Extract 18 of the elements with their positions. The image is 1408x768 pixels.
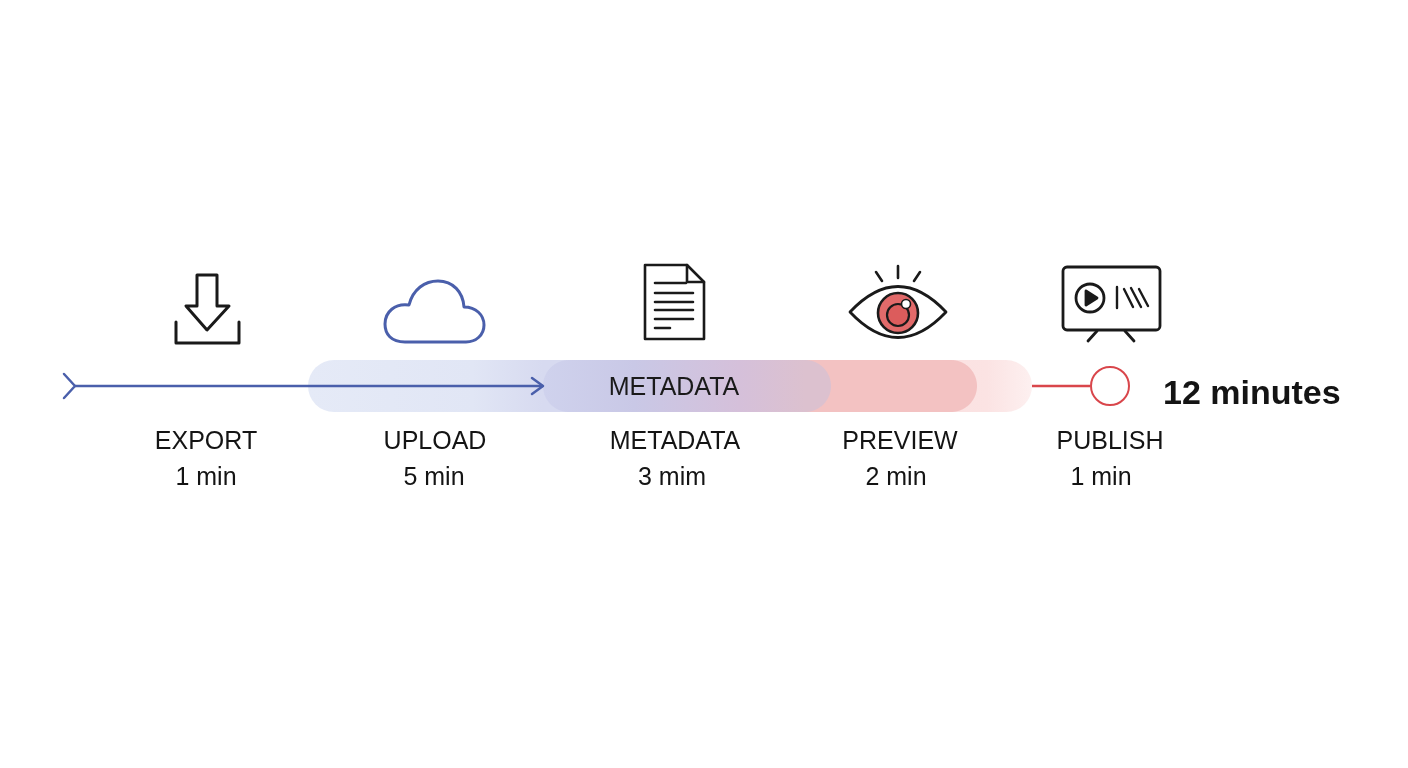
stage-name: PREVIEW [842, 425, 958, 455]
stage-duration: 5 min [403, 461, 465, 491]
band-label: METADATA [608, 371, 740, 401]
stage-name: EXPORT [154, 425, 258, 455]
stage-duration: 2 min [865, 461, 927, 491]
stage-duration: 1 min [1070, 461, 1132, 491]
stage-name: METADATA [609, 425, 741, 455]
connector-line [1032, 384, 1090, 388]
stage-duration: 1 min [175, 461, 237, 491]
timeline-band [308, 360, 543, 412]
timeline-band [543, 360, 805, 412]
stage-name: UPLOAD [383, 425, 487, 455]
total-duration: 12 minutes [1163, 373, 1341, 413]
stage-duration: 3 mim [637, 461, 707, 491]
milestone-circle [1090, 366, 1130, 406]
stage-name: PUBLISH [1056, 425, 1164, 455]
timeline-band [805, 360, 1032, 412]
arrow [62, 372, 545, 400]
